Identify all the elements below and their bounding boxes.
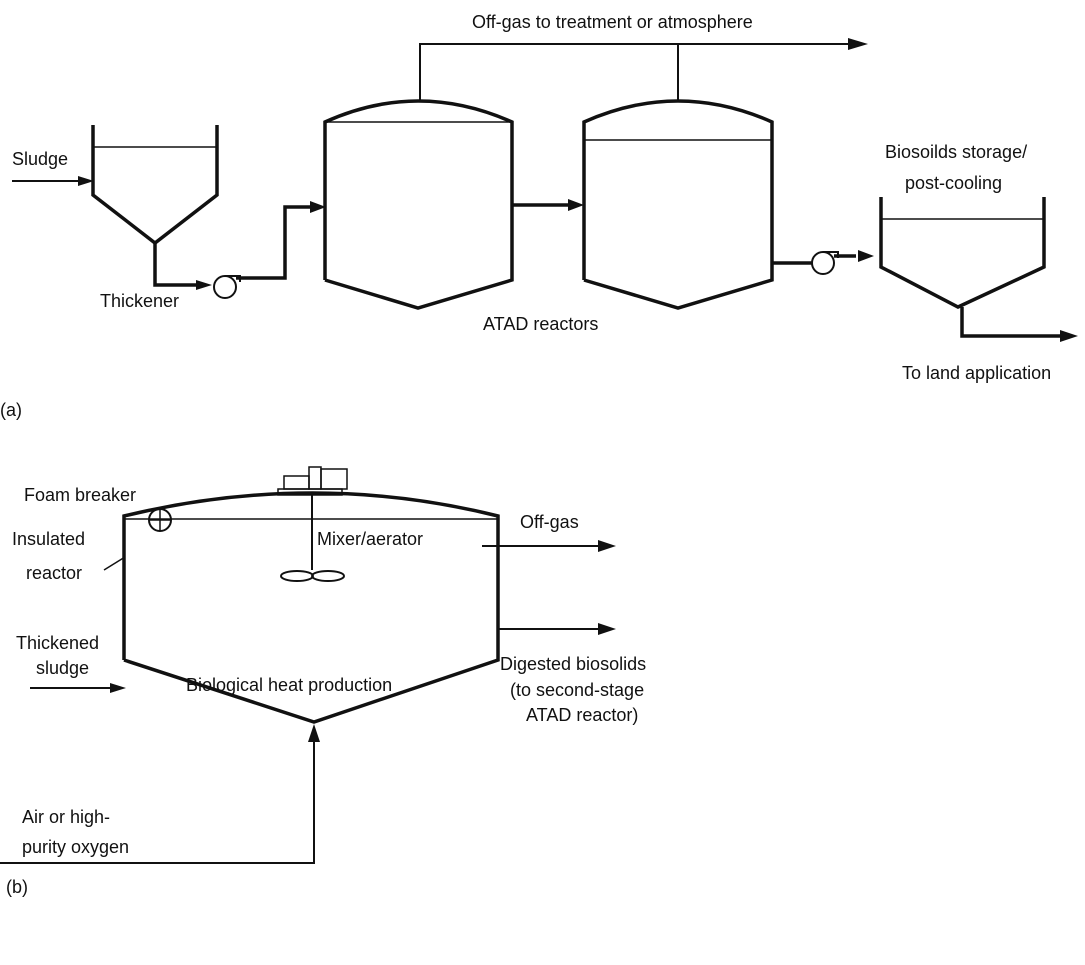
atad-reactor-1 — [323, 99, 584, 310]
panel-a: Off-gas to treatment or atmosphere Sludg… — [0, 12, 1078, 420]
mixer-aerator-label: Mixer/aerator — [317, 529, 423, 549]
thickened-sludge-line2: sludge — [36, 658, 89, 678]
thickened-sludge-inlet-arrow — [30, 683, 126, 693]
digested-biosolids-arrow — [498, 623, 616, 635]
thickener-label: Thickener — [100, 291, 179, 311]
sludge-inlet-arrow — [12, 176, 94, 186]
atad-reactors-label: ATAD reactors — [483, 314, 598, 334]
storage-tank — [879, 197, 1078, 342]
air-oxygen-line1: Air or high- — [22, 807, 110, 827]
insulated-reactor-leader — [103, 556, 126, 571]
foam-breaker-icon — [148, 508, 172, 532]
offgas-arrow — [482, 540, 616, 552]
motor-icon — [277, 466, 348, 496]
thickener-tank — [91, 125, 219, 290]
panel-a-label: (a) — [0, 400, 22, 420]
mixer-impeller-icon — [280, 495, 345, 582]
pump-icon — [811, 250, 874, 275]
offgas-treatment-label: Off-gas to treatment or atmosphere — [472, 12, 753, 32]
air-oxygen-line2: purity oxygen — [22, 837, 129, 857]
storage-label-line2: post-cooling — [905, 173, 1002, 193]
digested-biosolids-line3: ATAD reactor) — [526, 705, 638, 725]
storage-label-line1: Biosoilds storage/ — [885, 142, 1027, 162]
digested-biosolids-line1: Digested biosolids — [500, 654, 646, 674]
thickened-sludge-line1: Thickened — [16, 633, 99, 653]
offgas-header-line — [419, 38, 868, 100]
sludge-label: Sludge — [12, 149, 68, 169]
foam-breaker-label: Foam breaker — [24, 485, 136, 505]
atad-reactor-2 — [582, 99, 812, 310]
digested-biosolids-line2: (to second-stage — [510, 680, 644, 700]
insulated-reactor-line2: reactor — [26, 563, 82, 583]
land-application-label: To land application — [902, 363, 1051, 383]
panel-b-label: (b) — [6, 877, 28, 897]
panel-b: Foam breaker Insulated reactor Mixer/aer… — [0, 466, 646, 897]
pump-icon — [213, 201, 326, 299]
offgas-label: Off-gas — [520, 512, 579, 532]
biological-heat-label: Biological heat production — [186, 675, 392, 695]
air-oxygen-inlet-arrow — [0, 724, 320, 864]
insulated-reactor-line1: Insulated — [12, 529, 85, 549]
